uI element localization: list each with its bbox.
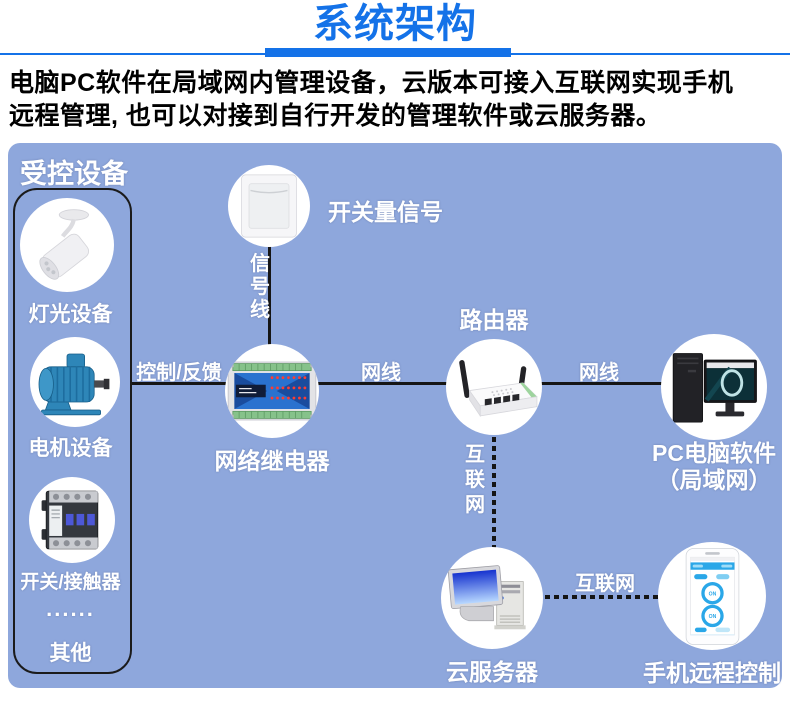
svg-text:ON: ON: [708, 614, 716, 620]
phone-node: ON ON: [658, 542, 766, 650]
pc-software-label-line1: PC电脑软件: [652, 440, 776, 466]
control-feedback-label: 控制/反馈: [136, 362, 222, 384]
wall-switch-icon: [241, 174, 297, 238]
signal-connector-line: [268, 246, 271, 346]
pc-software-label: PC电脑软件 （局域网）: [614, 440, 790, 494]
contactor-device-node: [29, 477, 115, 563]
switch-signal-label: 开关量信号: [328, 199, 443, 225]
pc-software-label-line2: （局域网）: [656, 467, 772, 493]
internet-dotted-line-horizontal: [545, 595, 660, 599]
cloud-server-icon: [447, 565, 526, 630]
router-icon: [459, 359, 538, 417]
controlled-devices-title: 受控设备: [20, 159, 128, 189]
contactor-device-label: 开关/接触器: [20, 572, 121, 593]
motor-device-node: [30, 337, 120, 427]
motor-icon: [38, 353, 110, 416]
light-device-node: [20, 198, 114, 292]
architecture-diagram-panel: 受控设备 灯光设备 电机设备: [8, 143, 782, 688]
internet-label-vertical: 互联网: [465, 444, 485, 516]
intro-line-2: 远程管理, 也可以对接到自行开发的管理软件或云服务器。: [9, 102, 662, 130]
more-devices-ellipsis: ......: [46, 596, 95, 621]
contactor-icon: [41, 490, 99, 550]
cloud-server-label: 云服务器: [446, 659, 538, 685]
lan-cable-label-2: 网线: [579, 362, 619, 384]
phone-remote-label: 手机远程控制: [643, 660, 781, 686]
other-devices-label: 其他: [49, 642, 92, 665]
spotlight-icon: [39, 209, 90, 280]
controlled-devices-box: [13, 188, 132, 674]
internet-label-horizontal: 互联网: [575, 573, 635, 595]
intro-line-1: 电脑PC软件在局域网内管理设备，云版本可接入互联网实现手机: [9, 69, 734, 97]
title-divider: [0, 48, 790, 58]
light-device-label: 灯光设备: [28, 303, 113, 326]
router-label: 路由器: [459, 307, 529, 333]
network-relay-label: 网络继电器: [214, 448, 330, 474]
intro-paragraph: 电脑PC软件在局域网内管理设备，云版本可接入互联网实现手机 远程管理, 也可以对…: [9, 67, 782, 133]
wall-switch-node: [228, 165, 310, 247]
svg-text:ON: ON: [708, 591, 716, 597]
lan-connector-line: [132, 382, 692, 385]
smartphone-icon: ON ON: [685, 547, 739, 645]
signal-line-label: 信号线: [250, 253, 270, 321]
network-relay-node: [225, 344, 319, 438]
network-relay-icon: [227, 361, 317, 421]
cloud-server-node: [441, 547, 543, 649]
router-node: [446, 339, 542, 435]
page-title: 系统架构: [313, 2, 477, 46]
pc-node: [661, 334, 767, 440]
lan-cable-label-1: 网线: [361, 362, 401, 384]
internet-dotted-line-vertical: [492, 437, 496, 549]
motor-device-label: 电机设备: [28, 437, 113, 460]
desktop-pc-icon: [672, 353, 757, 423]
divider-accent-bar: [265, 48, 511, 57]
